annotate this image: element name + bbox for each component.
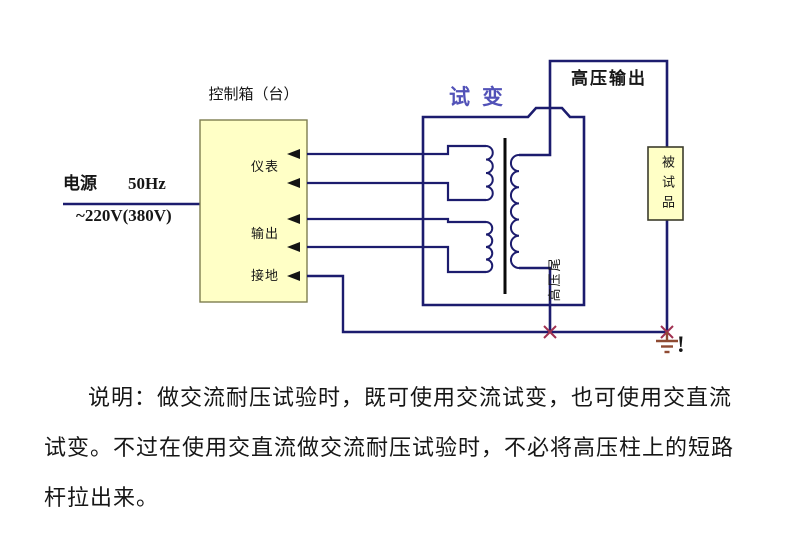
power-source-label: 电源 50Hz [63,174,166,194]
hv-tail-wire [519,266,552,332]
output-lead-2 [307,245,486,274]
description-line-3: 杆拉出来。 [44,485,160,510]
arrowhead-icon [287,242,300,252]
secondary-coil [510,154,520,269]
primary-coil-1 [485,145,494,201]
ground-icon [656,332,678,354]
meter-lead-2 [307,181,486,202]
device-under-test-label: 被试品 [659,155,675,215]
terminal-label-output: 输出 [251,226,280,241]
terminal-label-ground: 接地 [251,268,280,283]
power-source-text: 电源 [63,174,97,193]
power-voltage-label: ~220V(380V) [76,206,172,225]
control-box-title: 控制箱（台） [208,87,299,103]
arrowhead-icon [287,271,300,281]
wiring-diagram [63,59,684,354]
meter-lead-1 [307,144,486,156]
description-line-2: 试变。不过在使用交直流做交流耐压试验时，不必将高压柱上的短路 [44,435,735,460]
power-frequency-text: 50Hz [128,174,166,193]
description-line-1: 说明：做交流耐压试验时，既可使用交流试变，也可使用交直流 [88,385,733,410]
dut-box [647,146,684,221]
junction-x-icon [543,325,557,339]
control-box [199,119,308,303]
transformer-title: 试变 [449,85,515,109]
hv-output-label: 高压输出 [571,69,647,88]
primary-coil-2 [485,221,494,273]
ground-warning-mark: ! [677,332,685,357]
hv-output-wire [519,59,669,157]
transformer-box [421,106,586,307]
hv-tail-label: 高压尾 [547,256,562,302]
output-lead-1 [307,217,486,224]
ground-lead [307,274,667,334]
arrowhead-icon [287,178,300,188]
terminal-label-meter: 仪表 [251,159,280,174]
arrowhead-icon [287,214,300,224]
arrowhead-icon [287,149,300,159]
